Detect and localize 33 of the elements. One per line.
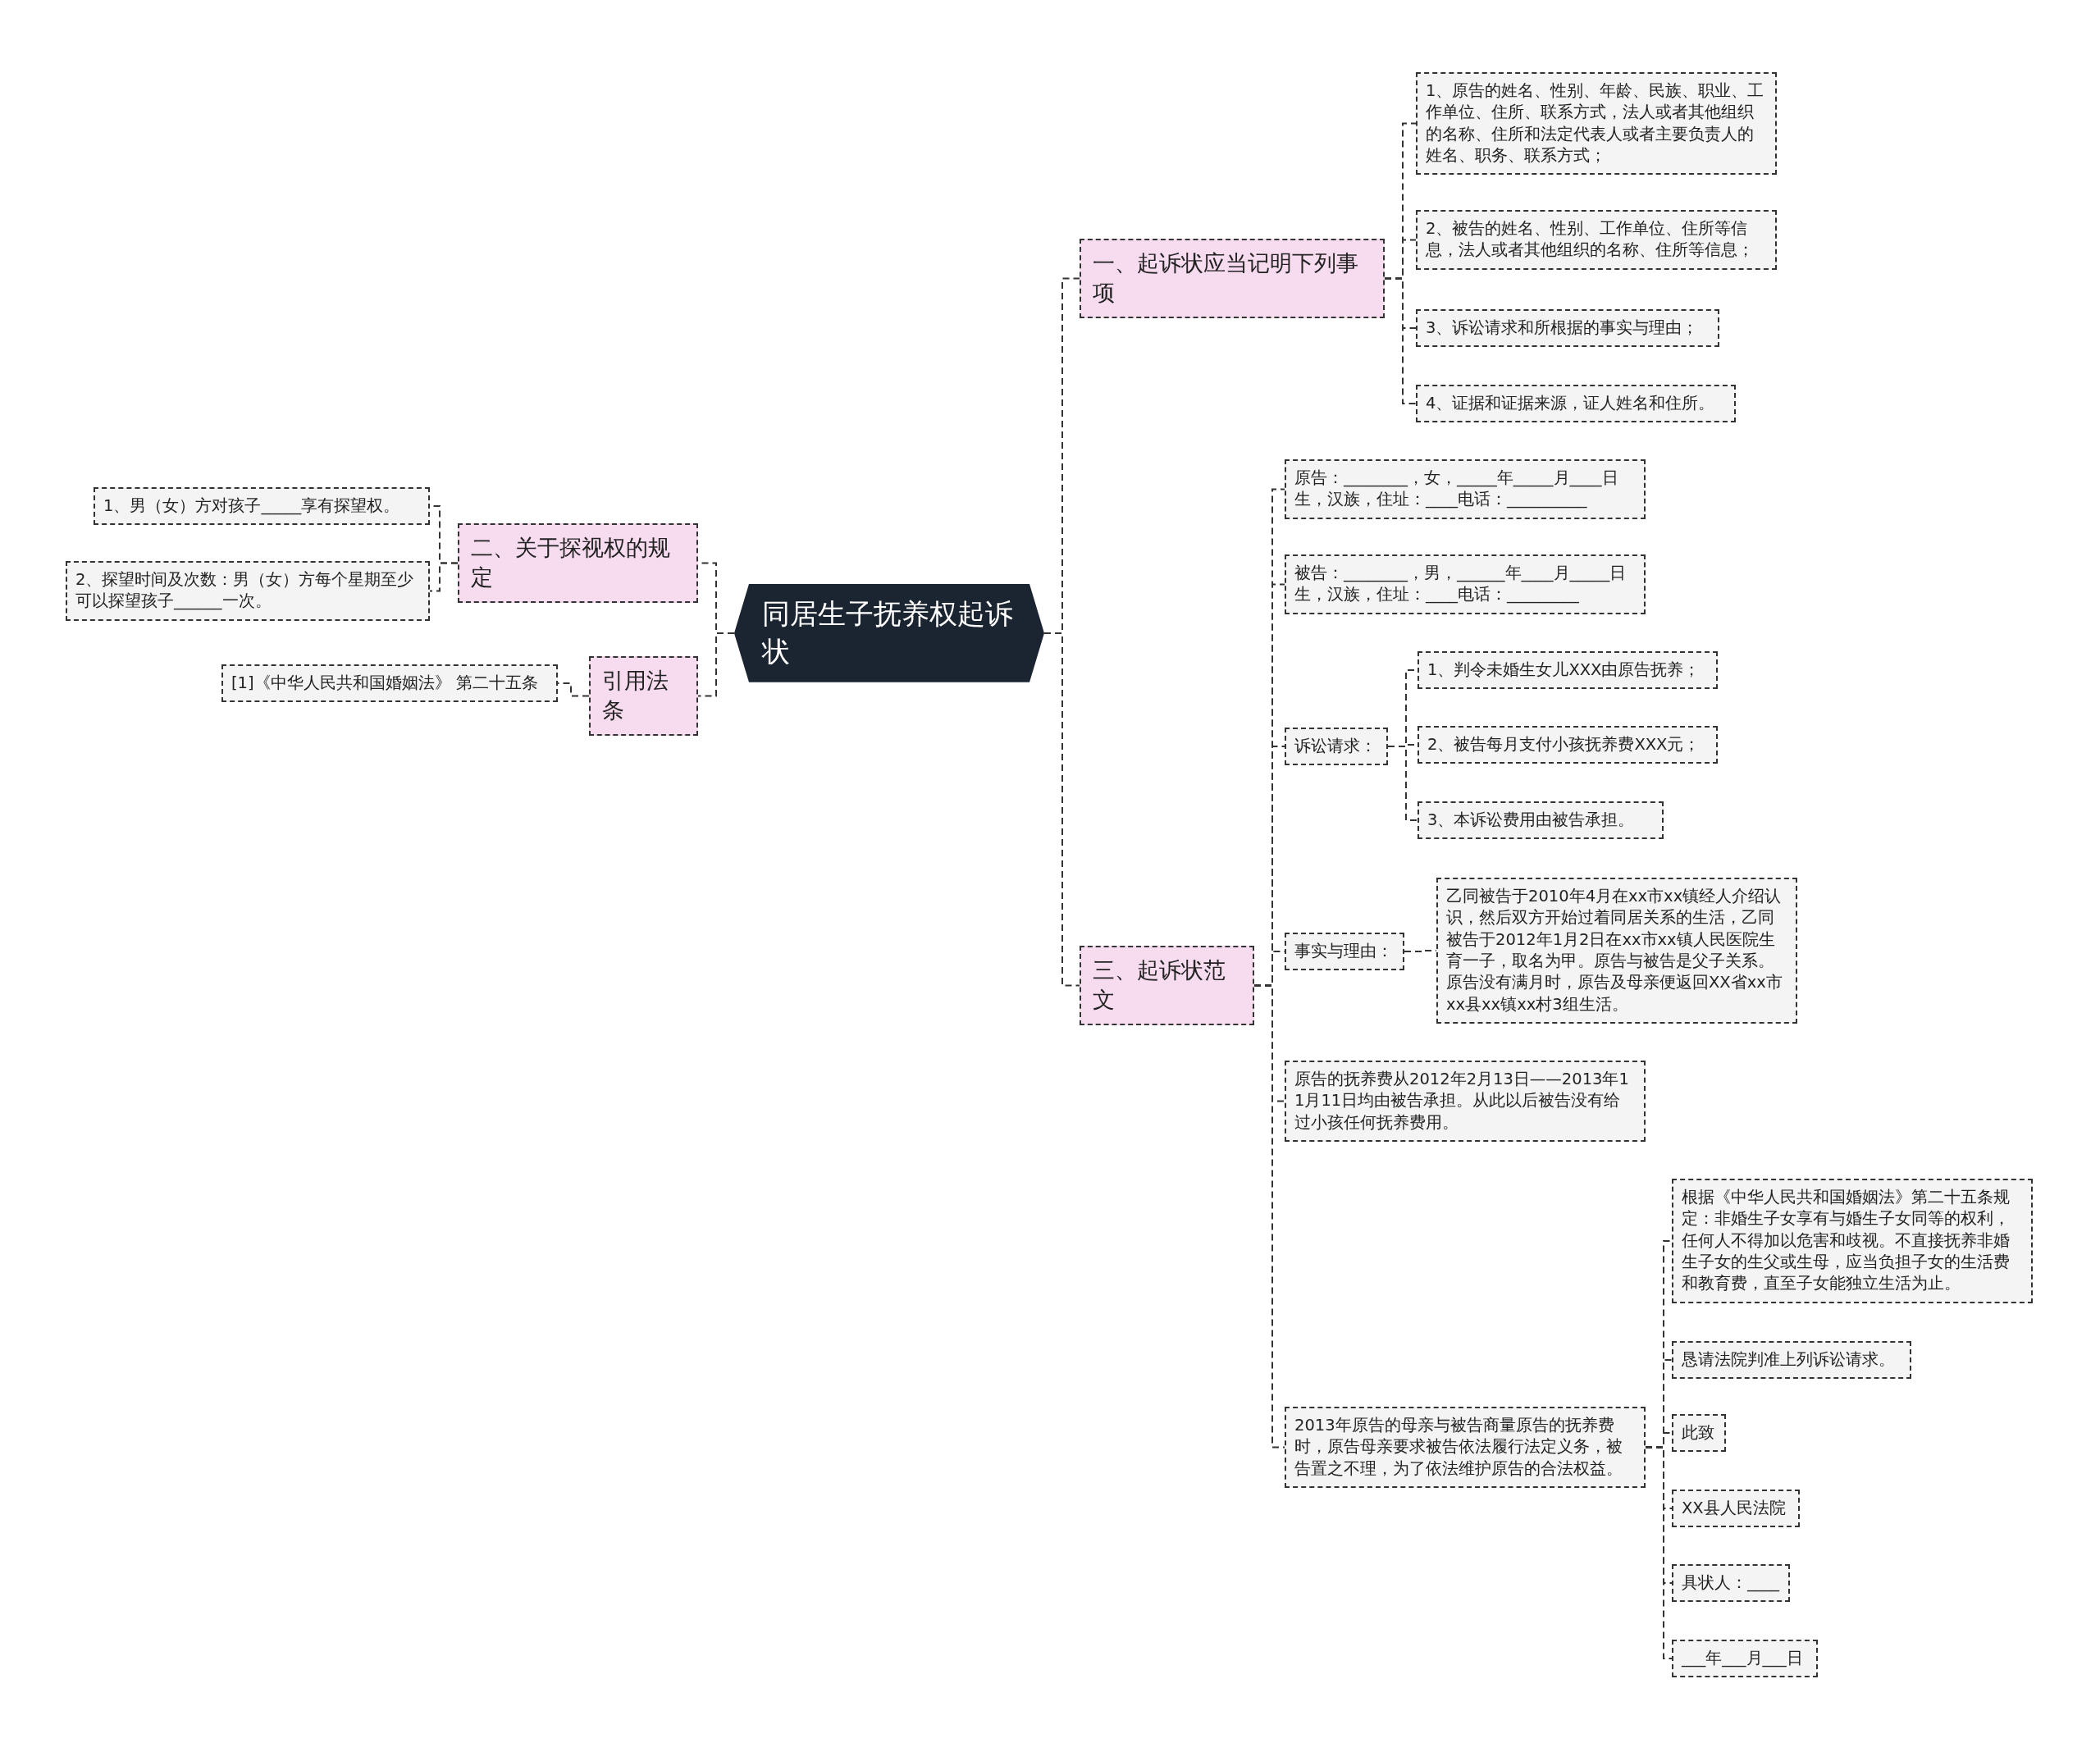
text-box: 事实与理由： [1285,933,1404,971]
topic-box: 二、关于探视权的规定 [458,523,698,603]
connector-line [429,562,459,592]
text-box: 被告：________，男，______年____月_____日生，汉族，住址：____电话：_________ [1285,554,1646,614]
text-box: 2、被告的姓名、性别、工作单位、住所等信息，法人或者其他组织的名称、住所等信息； [1416,210,1777,270]
text-box: 2、探望时间及次数：男（女）方每个星期至少可以探望孩子______一次。 [66,561,430,621]
central-topic: 同居生子抚养权起诉状 [734,584,1044,682]
connector-line [1387,746,1418,821]
text-box: 恳请法院判准上列诉讼请求。 [1672,1341,1911,1380]
text-box: XX县人民法院 [1672,1490,1800,1528]
text-box: 1、男（女）方对孩子_____享有探望权。 [94,487,430,526]
text-box: 1、原告的姓名、性别、年龄、民族、职业、工作单位、住所、联系方式，法人或者其他组织的名称、住所和法定代表人或者主要负责人的姓名、职务、联系方式； [1416,72,1777,176]
topic-box: 一、起诉状应当记明下列事项 [1080,239,1385,318]
connector-line [1645,1446,1673,1659]
text-box: 原告的抚养费从2012年2月13日——2013年11月11日均由被告承担。从此以后被告没有给过小孩任何抚养费用。 [1285,1061,1646,1142]
text-box: 1、判令未婚生女儿XXX由原告抚养； [1418,651,1718,690]
text-box: 此致 [1672,1414,1726,1453]
topic-box: 三、起诉状范文 [1080,946,1254,1025]
connector-line [1384,277,1417,404]
connector-line [697,632,735,697]
text-box: ___年___月___日 [1672,1640,1818,1678]
text-box: 3、诉讼请求和所根据的事实与理由； [1416,309,1719,348]
text-box: 诉讼请求： [1285,728,1388,766]
text-box: 2、被告每月支付小孩抚养费XXX元； [1418,726,1718,764]
text-box: 根据《中华人民共和国婚姻法》第二十五条规定：非婚生子女享有与婚生子女同等的权利，任何人不得加以危害和歧视。不直接抚养非婚生子女的生父或生母，应当负担子女的生活费和教育费，直至子女能独立生活为止。 [1672,1179,2033,1303]
topic-box: 引用法条 [589,656,698,736]
text-box: 具状人：____ [1672,1564,1790,1603]
text-box: 原告：________，女，_____年_____月____日生，汉族，住址：____电话：__________ [1285,459,1646,519]
text-box: 3、本诉讼费用由被告承担。 [1418,801,1664,840]
text-box: 2013年原告的母亲与被告商量原告的抚养费时，原告母亲要求被告依法履行法定义务，被告置之不理，为了依法维护原告的合法权益。 [1285,1407,1646,1488]
text-box: [1]《中华人民共和国婚姻法》 第二十五条 [221,664,558,703]
text-box: 4、证据和证据来源，证人姓名和住所。 [1416,385,1736,423]
text-box: 乙同被告于2010年4月在xx市xx镇经人介绍认识，然后双方开始过着同居关系的生活，乙同被告于2012年1月2日在xx市xx镇人民医院生育一子，取名为甲。原告与被告是父子关系。原告没有满月时，原告及母亲便返回XX省xx市xx县xx镇xx村3组生活。 [1436,878,1797,1024]
